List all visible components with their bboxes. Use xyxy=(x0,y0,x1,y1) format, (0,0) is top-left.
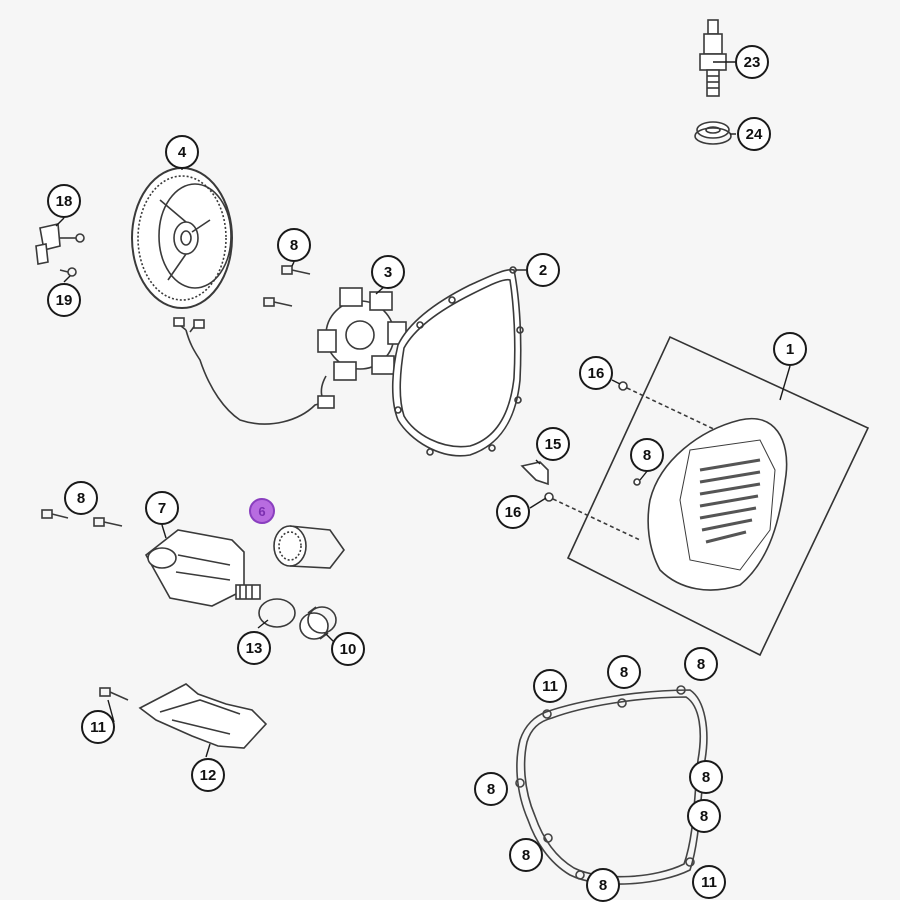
callout-gasket-screw-bottom[interactable]: 8 xyxy=(586,868,620,902)
starter-gear-drawing xyxy=(273,525,345,569)
guard-screw-drawing xyxy=(99,687,129,701)
bushing-drawing xyxy=(299,606,337,640)
callout-starter-motor[interactable]: 7 xyxy=(145,491,179,525)
callout-gasket-screw-long-top[interactable]: 11 xyxy=(533,669,567,703)
callout-bushing[interactable]: 10 xyxy=(331,632,365,666)
starter-motor-drawing xyxy=(144,529,261,607)
o-ring-drawing xyxy=(258,598,296,628)
callout-screw-stator[interactable]: 8 xyxy=(277,228,311,262)
bracket-clip-drawing xyxy=(520,461,549,486)
callout-gasket-screw-bottom-left[interactable]: 8 xyxy=(509,838,543,872)
callout-o-ring[interactable]: 13 xyxy=(237,631,271,665)
callout-highlighted-gear[interactable]: 6 xyxy=(249,498,275,524)
callout-gasket-screw-right[interactable]: 8 xyxy=(689,760,723,794)
skid-guard-drawing xyxy=(138,683,268,749)
spark-plug-seal-drawing xyxy=(694,121,732,145)
callout-gasket-screw-right-lower[interactable]: 8 xyxy=(687,799,721,833)
callout-sensor[interactable]: 18 xyxy=(47,184,81,218)
callout-sensor-screw[interactable]: 19 xyxy=(47,283,81,317)
cover-drawing xyxy=(566,335,870,657)
callout-gasket-screw-long-bottom[interactable]: 11 xyxy=(692,865,726,899)
stator-screws-drawing xyxy=(263,265,311,307)
callout-gasket-screw-left[interactable]: 8 xyxy=(474,772,508,806)
callout-flywheel[interactable]: 4 xyxy=(165,135,199,169)
callout-gasket-screw-top[interactable]: 8 xyxy=(607,655,641,689)
callout-spark-plug-seal[interactable]: 24 xyxy=(737,117,771,151)
callout-nut-upper[interactable]: 16 xyxy=(579,356,613,390)
large-gasket-drawing xyxy=(515,685,710,885)
callout-bracket-clip[interactable]: 15 xyxy=(536,427,570,461)
callout-guard-screw[interactable]: 11 xyxy=(81,710,115,744)
callout-gasket-screw-top-right[interactable]: 8 xyxy=(684,647,718,681)
callout-stator[interactable]: 3 xyxy=(371,255,405,289)
callout-cover[interactable]: 1 xyxy=(773,332,807,366)
callout-nut-lower[interactable]: 16 xyxy=(496,495,530,529)
starter-screws-drawing xyxy=(41,509,123,527)
nut-drawings xyxy=(544,381,721,541)
spark-plug-drawing xyxy=(699,19,727,97)
callout-screw-cover[interactable]: 8 xyxy=(630,438,664,472)
sensor-drawing xyxy=(35,223,85,277)
callout-skid-guard[interactable]: 12 xyxy=(191,758,225,792)
cover-gasket-drawing xyxy=(391,266,524,457)
flywheel-drawing xyxy=(131,167,233,309)
callout-cover-gasket[interactable]: 2 xyxy=(526,253,560,287)
callout-spark-plug[interactable]: 23 xyxy=(735,45,769,79)
wiring-harness-drawing xyxy=(173,317,335,425)
callout-screw-starter[interactable]: 8 xyxy=(64,481,98,515)
